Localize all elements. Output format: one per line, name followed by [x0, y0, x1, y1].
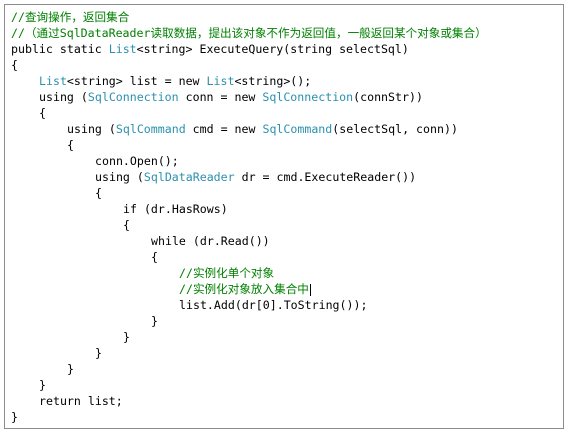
code-type-name: SqlConnection: [87, 90, 179, 104]
code-line: //（通过SqlDataReader读取数据，提出该对象不作为返回值，一般返回某…: [11, 25, 487, 41]
code-line: {: [11, 137, 487, 153]
code-text: list.Add(dr[0].ToString());: [179, 298, 368, 312]
code-line: }: [11, 345, 487, 361]
code-type-name: SqlDataReader: [143, 170, 235, 184]
code-type-name: List: [39, 74, 67, 88]
code-block[interactable]: //查询操作，返回集合 //（通过SqlDataReader读取数据，提出该对象不…: [11, 9, 487, 425]
code-line: }: [11, 329, 487, 345]
code-line: {: [11, 105, 487, 121]
code-text: using (: [95, 170, 144, 184]
code-text: }: [151, 314, 158, 328]
code-type-name: SqlCommand: [115, 122, 186, 136]
code-text: }: [39, 378, 46, 392]
code-type-name: SqlCommand: [262, 122, 333, 136]
code-line: {: [11, 217, 487, 233]
code-line: List<string> list = new List<string>();: [11, 73, 487, 89]
code-line: using (SqlDataReader dr = cmd.ExecuteRea…: [11, 169, 487, 185]
code-text: (selectSql, conn)): [332, 122, 458, 136]
code-line: {: [11, 57, 487, 73]
code-text: {: [67, 138, 74, 152]
code-line: public static List<string> ExecuteQuery(…: [11, 41, 487, 57]
code-line: conn.Open();: [11, 153, 487, 169]
code-line: //查询操作，返回集合: [11, 9, 487, 25]
code-text: public static: [11, 42, 109, 56]
code-line: }: [11, 409, 487, 425]
code-line: }: [11, 313, 487, 329]
code-text: {: [123, 218, 130, 232]
code-text: (connStr)): [353, 90, 423, 104]
code-text: while (dr.Read()): [151, 234, 270, 248]
code-text: {: [39, 106, 46, 120]
code-text: conn.Open();: [95, 154, 179, 168]
code-line: using (SqlCommand cmd = new SqlCommand(s…: [11, 121, 487, 137]
code-text: if (dr.HasRows): [123, 202, 228, 216]
code-text: using (: [67, 122, 116, 136]
code-line: //实例化单个对象: [11, 265, 487, 281]
code-type-name: SqlConnection: [262, 90, 354, 104]
code-comment: //实例化单个对象: [179, 266, 275, 280]
code-line: while (dr.Read()): [11, 233, 487, 249]
code-text: {: [151, 250, 158, 264]
code-text: }: [11, 410, 18, 424]
code-text: {: [11, 58, 18, 72]
code-text: <string> ExecuteQuery(string selectSql): [136, 42, 409, 56]
code-line: //实例化对象放入集合中: [11, 281, 487, 297]
code-line: }: [11, 361, 487, 377]
code-line: {: [11, 249, 487, 265]
code-line: {: [11, 185, 487, 201]
code-text: conn = new: [178, 90, 263, 104]
code-line: list.Add(dr[0].ToString());: [11, 297, 487, 313]
code-comment: //实例化对象放入集合中: [179, 282, 309, 296]
text-caret: [309, 283, 311, 296]
code-text: dr = cmd.ExecuteReader()): [234, 170, 417, 184]
code-line: return list;: [11, 393, 487, 409]
code-line: }: [11, 377, 487, 393]
code-type-name: List: [108, 42, 137, 56]
code-text: <string> list = new: [66, 74, 207, 88]
code-comment: //查询操作，返回集合: [11, 10, 130, 24]
code-text: <string>();: [234, 74, 312, 88]
code-line: using (SqlConnection conn = new SqlConne…: [11, 89, 487, 105]
code-text: }: [95, 346, 102, 360]
code-text: cmd = new: [185, 122, 263, 136]
code-frame: //查询操作，返回集合 //（通过SqlDataReader读取数据，提出该对象不…: [4, 4, 564, 429]
code-text: using (: [39, 90, 88, 104]
code-line: if (dr.HasRows): [11, 201, 487, 217]
code-type-name: List: [206, 74, 235, 88]
code-text: }: [67, 362, 74, 376]
code-comment: //（通过SqlDataReader读取数据，提出该对象不作为返回值，一般返回某…: [11, 26, 487, 40]
code-text: {: [95, 186, 102, 200]
code-text: }: [123, 330, 130, 344]
code-text: return list;: [39, 394, 123, 408]
